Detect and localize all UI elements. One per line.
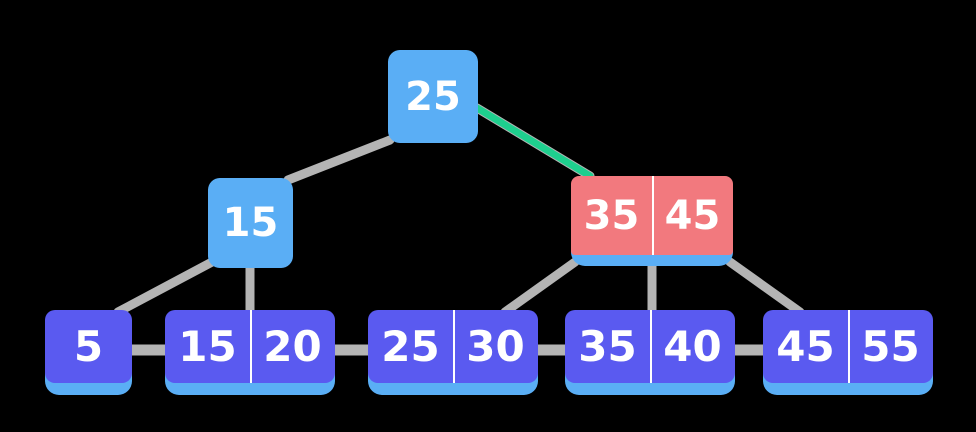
node-key-label: 20 xyxy=(263,322,322,371)
node-key-cell[interactable]: 25 xyxy=(388,50,478,143)
node-card: 45 55 xyxy=(763,310,933,383)
node-card: 15 xyxy=(208,178,293,268)
node-card: 5 xyxy=(45,310,132,383)
node-key-cell[interactable]: 15 xyxy=(208,178,293,268)
tree-edge-inner-left-to-leaf-1 xyxy=(113,257,217,317)
node-key-label: 45 xyxy=(776,322,835,371)
node-key-cell[interactable]: 45 xyxy=(652,176,733,255)
node-key-label: 40 xyxy=(663,322,722,371)
node-key-label: 45 xyxy=(664,192,721,239)
leaf-node-leaf-1[interactable]: 5 xyxy=(45,310,132,395)
key-separator xyxy=(453,310,455,383)
node-key-cell[interactable]: 45 xyxy=(763,310,848,383)
key-separator xyxy=(250,310,252,383)
node-key-label: 30 xyxy=(466,322,525,371)
node-key-label: 5 xyxy=(73,322,104,371)
node-key-cell[interactable]: 35 xyxy=(571,176,652,255)
node-card: 25 xyxy=(388,50,478,143)
node-key-label: 25 xyxy=(381,322,440,371)
leaf-node-leaf-5[interactable]: 45 55 xyxy=(763,310,933,395)
node-key-label: 25 xyxy=(405,73,461,120)
node-key-cell[interactable]: 30 xyxy=(453,310,538,383)
node-key-cell[interactable]: 20 xyxy=(250,310,335,383)
leaf-node-leaf-3[interactable]: 25 30 xyxy=(368,310,538,395)
internal-node-root[interactable]: 25 xyxy=(388,50,478,143)
internal-node-inner-left[interactable]: 15 xyxy=(208,178,293,268)
node-key-cell[interactable]: 5 xyxy=(45,310,132,383)
node-card: 35 45 xyxy=(571,176,733,255)
node-key-cell[interactable]: 35 xyxy=(565,310,650,383)
tree-edge-highlight-root-to-inner-right xyxy=(473,104,594,180)
node-card: 25 30 xyxy=(368,310,538,383)
tree-edge-inner-right-to-leaf-3 xyxy=(500,257,580,317)
leaf-node-leaf-4[interactable]: 35 40 xyxy=(565,310,735,395)
node-key-cell[interactable]: 15 xyxy=(165,310,250,383)
node-key-cell[interactable]: 25 xyxy=(368,310,453,383)
node-key-label: 35 xyxy=(578,322,637,371)
highlighted-internal-node-inner-right[interactable]: 35 45 xyxy=(571,176,733,266)
key-separator xyxy=(650,310,652,383)
node-key-cell[interactable]: 40 xyxy=(650,310,735,383)
node-key-label: 15 xyxy=(178,322,237,371)
key-separator xyxy=(652,176,654,255)
node-key-label: 35 xyxy=(583,192,640,239)
node-key-cell[interactable]: 55 xyxy=(848,310,933,383)
node-key-label: 15 xyxy=(222,200,279,246)
node-card: 35 40 xyxy=(565,310,735,383)
tree-edge-inner-right-to-leaf-5 xyxy=(725,257,805,317)
key-separator xyxy=(848,310,850,383)
tree-edge-root-to-inner-left xyxy=(283,135,395,185)
node-key-label: 55 xyxy=(861,322,920,371)
